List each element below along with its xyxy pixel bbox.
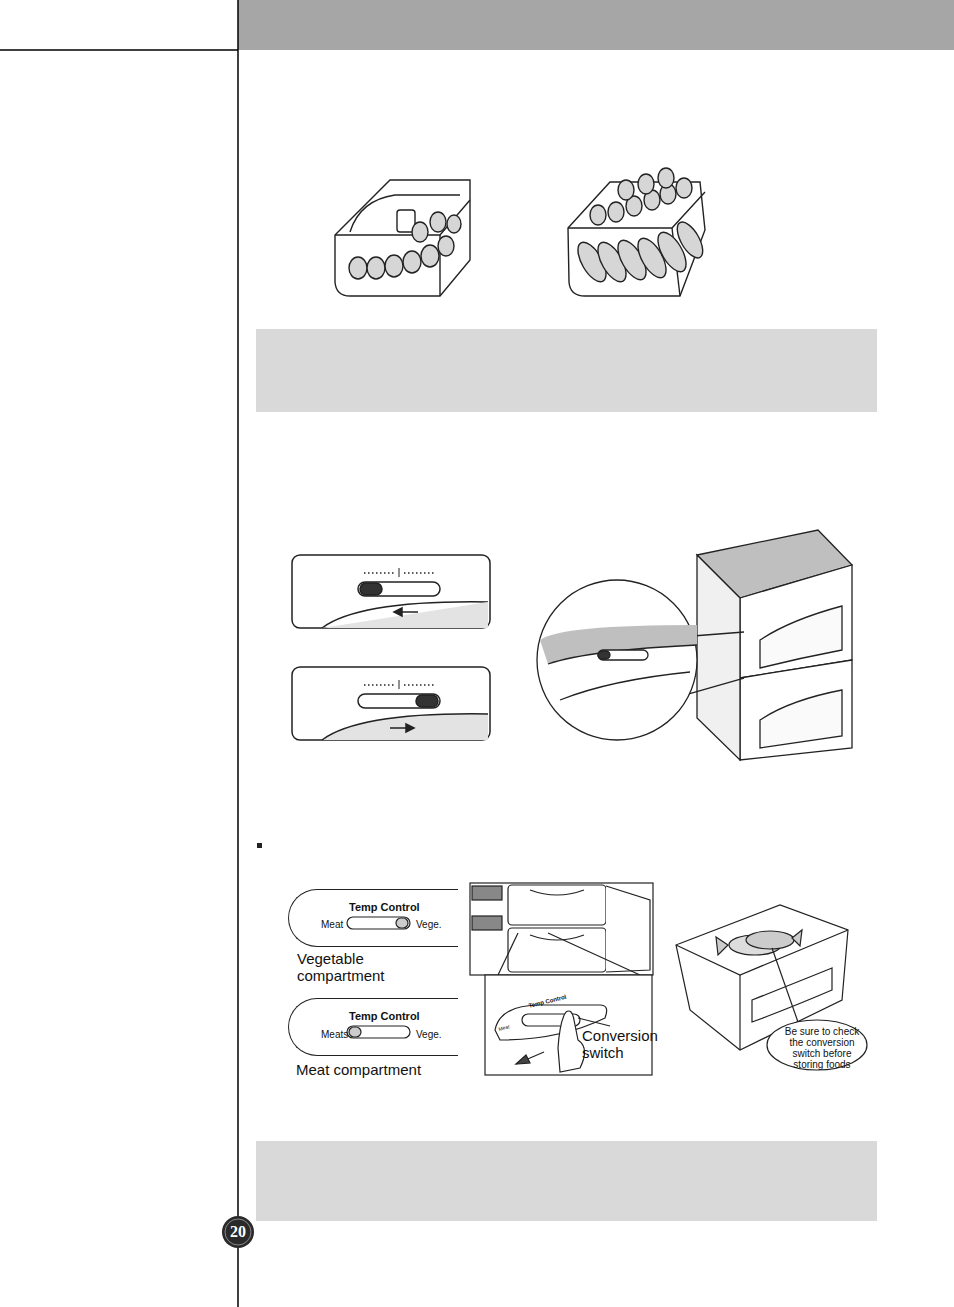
label-text: Conversion switch [582,1028,654,1061]
label-text: Meat [321,919,343,930]
label-text: Vege. [416,919,442,930]
page-number: 20 [230,1223,246,1241]
label-text: Temp Control [349,901,420,913]
temp-control-panel: Temp ControlMeats Vege. [288,998,458,1056]
label-text: Be sure to check the conversion switch b… [780,1026,864,1070]
label-text: Meats [321,1029,348,1040]
label-text: Vege. [416,1029,442,1040]
temp-control-panel: Temp ControlMeat Vege. [288,889,458,947]
label-text: Temp Control [349,1010,420,1022]
compartment-label: Meat compartment [296,1062,421,1079]
callout-box: Conversion switch [576,1026,657,1066]
callout-oval: Be sure to check the conversion switch b… [772,1022,867,1073]
compartment-label: Vegetable compartment [297,951,427,984]
